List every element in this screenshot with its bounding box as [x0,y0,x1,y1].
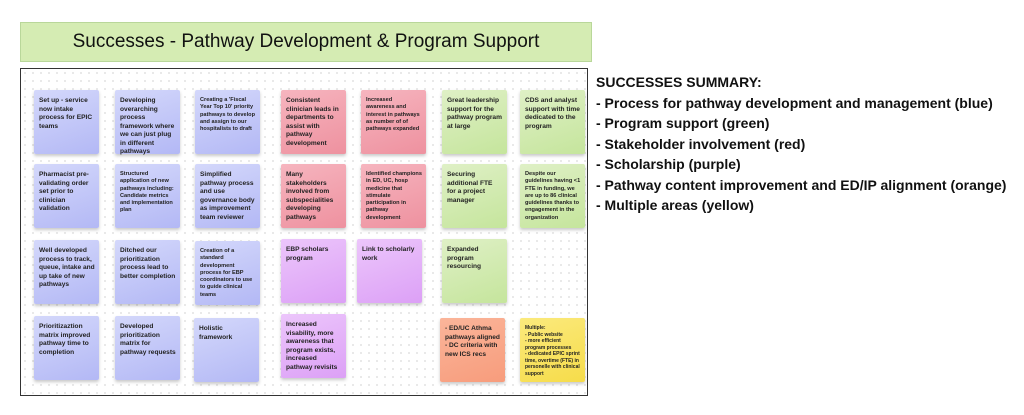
sticky-note-blue[interactable]: Structured application of new pathways i… [115,164,180,228]
sticky-note-green[interactable]: Securing additional FTE for a project ma… [442,164,507,228]
sticky-note-green[interactable]: Despite our guidelines having <1 FTE in … [520,164,585,228]
sticky-note-green[interactable]: Great leadership support for the pathway… [442,90,507,154]
sticky-note-orange[interactable]: - ED/UC Athma pathways aligned - DC crit… [440,318,505,382]
sticky-note-blue[interactable]: Developing overarching process framework… [115,90,180,155]
sticky-note-blue[interactable]: Well developed process to track, queue, … [34,240,99,304]
sticky-note-red[interactable]: Consistent clinician leads in department… [281,90,346,154]
summary-item: - Pathway content improvement and ED/IP … [596,176,1007,193]
sticky-note-blue[interactable]: Creation of a standard development proce… [195,241,260,305]
summary-item: - Stakeholder involvement (red) [596,135,806,152]
sticky-note-red[interactable]: Increased awareness and interest in path… [361,90,426,154]
sticky-note-green[interactable]: Expanded program resourcing [442,239,507,303]
sticky-note-blue[interactable]: Simplified pathway process and use gover… [195,164,260,228]
summary-item: - Multiple areas (yellow) [596,197,754,213]
sticky-note-blue[interactable]: Pharmacist pre-validating order set prio… [34,164,99,228]
sticky-note-red[interactable]: Identified champions in ED, UC, hosp med… [361,164,426,228]
sticky-note-purple[interactable]: Increased visability, more awareness tha… [281,314,346,378]
summary-item: - Process for pathway development and ma… [596,94,993,111]
board-title: Successes - Pathway Development & Progra… [20,22,592,62]
summary-item: - Program support (green) [596,115,770,131]
sticky-note-green[interactable]: CDS and analyst support with time dedica… [520,90,585,154]
sticky-note-board: Set up - service now intake process for … [20,68,588,396]
sticky-note-blue[interactable]: Holistic framework [194,318,259,382]
summary-heading: SUCCESSES SUMMARY: [596,74,762,90]
sticky-note-blue[interactable]: Set up - service now intake process for … [34,90,99,154]
successes-summary: SUCCESSES SUMMARY: - Process for pathway… [596,72,1006,216]
sticky-note-purple[interactable]: Link to scholarly work [357,239,422,303]
summary-item: - Scholarship (purple) [596,156,741,172]
sticky-note-yellow[interactable]: Multiple: - Public website - more effici… [520,318,585,382]
sticky-note-blue[interactable]: Creating a 'Fiscal Year Top 10' priority… [195,90,260,154]
sticky-note-blue[interactable]: Developed prioritization matrix for path… [115,316,180,380]
sticky-note-red[interactable]: Many stakeholders involved from subspeci… [281,164,346,228]
sticky-note-purple[interactable]: EBP scholars program [281,239,346,303]
sticky-note-blue[interactable]: Prioritizaztion matrix improved pathway … [34,316,99,380]
sticky-note-blue[interactable]: Ditched our prioritization process lead … [115,240,180,304]
